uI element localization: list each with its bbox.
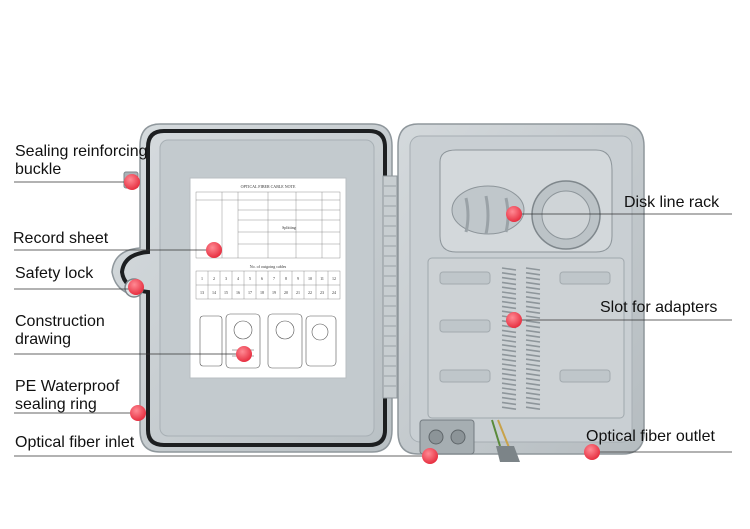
marker-fiber-inlet	[422, 448, 438, 464]
record-sheet-number: 24	[332, 290, 336, 295]
marker-fiber-outlet	[584, 444, 600, 460]
record-sheet-number: 21	[296, 290, 300, 295]
record-sheet-number: 3	[225, 276, 227, 281]
record-sheet-paper: OPTICAL FIBER CABLE NOTE Splitting No. o…	[189, 177, 347, 379]
record-sheet-number: 18	[260, 290, 264, 295]
marker-record-sheet	[206, 242, 222, 258]
label-sealing-reinforcing-buckle: Sealing reinforcing buckle	[15, 143, 148, 178]
box-base	[397, 123, 645, 462]
record-sheet-number: 11	[320, 276, 324, 281]
record-sheet-number: 5	[249, 276, 251, 281]
marker-sealing-ring	[130, 405, 146, 421]
record-sheet-number: 8	[285, 276, 287, 281]
record-sheet-outgoing: No. of outgoing cables	[250, 264, 287, 269]
leader-lines	[14, 181, 732, 457]
record-sheet-number: 4	[237, 276, 239, 281]
record-sheet-number: 20	[284, 290, 288, 295]
label-optical-fiber-outlet: Optical fiber outlet	[586, 428, 715, 445]
label-record-sheet: Record sheet	[13, 230, 109, 247]
record-sheet-number: 10	[308, 276, 312, 281]
label-safety-lock: Safety lock	[15, 265, 94, 282]
marker-construction-drawing	[236, 346, 252, 362]
marker-disk-line-rack	[506, 206, 522, 222]
label-optical-fiber-inlet: Optical fiber inlet	[15, 434, 135, 451]
label-construction-drawing: Construction drawing	[15, 313, 105, 348]
record-sheet-number: 2	[213, 276, 215, 281]
callout-markers	[124, 174, 600, 464]
hinge	[382, 175, 398, 399]
marker-sealing-buckle	[124, 174, 140, 190]
marker-safety-lock	[128, 279, 144, 295]
record-sheet-number: 19	[272, 290, 276, 295]
record-sheet-splitting: Splitting	[282, 225, 296, 230]
record-sheet-number: 17	[248, 290, 252, 295]
record-sheet-number: 15	[224, 290, 228, 295]
record-sheet-number: 6	[261, 276, 263, 281]
marker-slot-adapters	[506, 312, 522, 328]
record-sheet-number: 16	[236, 290, 240, 295]
record-sheet-title: OPTICAL FIBER CABLE NOTE	[241, 184, 296, 189]
record-sheet-number: 14	[212, 290, 216, 295]
record-sheet-number: 12	[332, 276, 336, 281]
record-sheet-number: 7	[273, 276, 275, 281]
record-sheet-number: 13	[200, 290, 204, 295]
record-sheet-number: 23	[320, 290, 324, 295]
record-sheet-number: 22	[308, 290, 312, 295]
label-disk-line-rack: Disk line rack	[624, 194, 720, 211]
label-slot-for-adapters: Slot for adapters	[600, 299, 718, 316]
record-sheet-number: 9	[297, 276, 299, 281]
label-pe-waterproof-sealing-ring: PE Waterproof sealing ring	[15, 378, 120, 413]
record-sheet-number: 1	[201, 276, 203, 281]
